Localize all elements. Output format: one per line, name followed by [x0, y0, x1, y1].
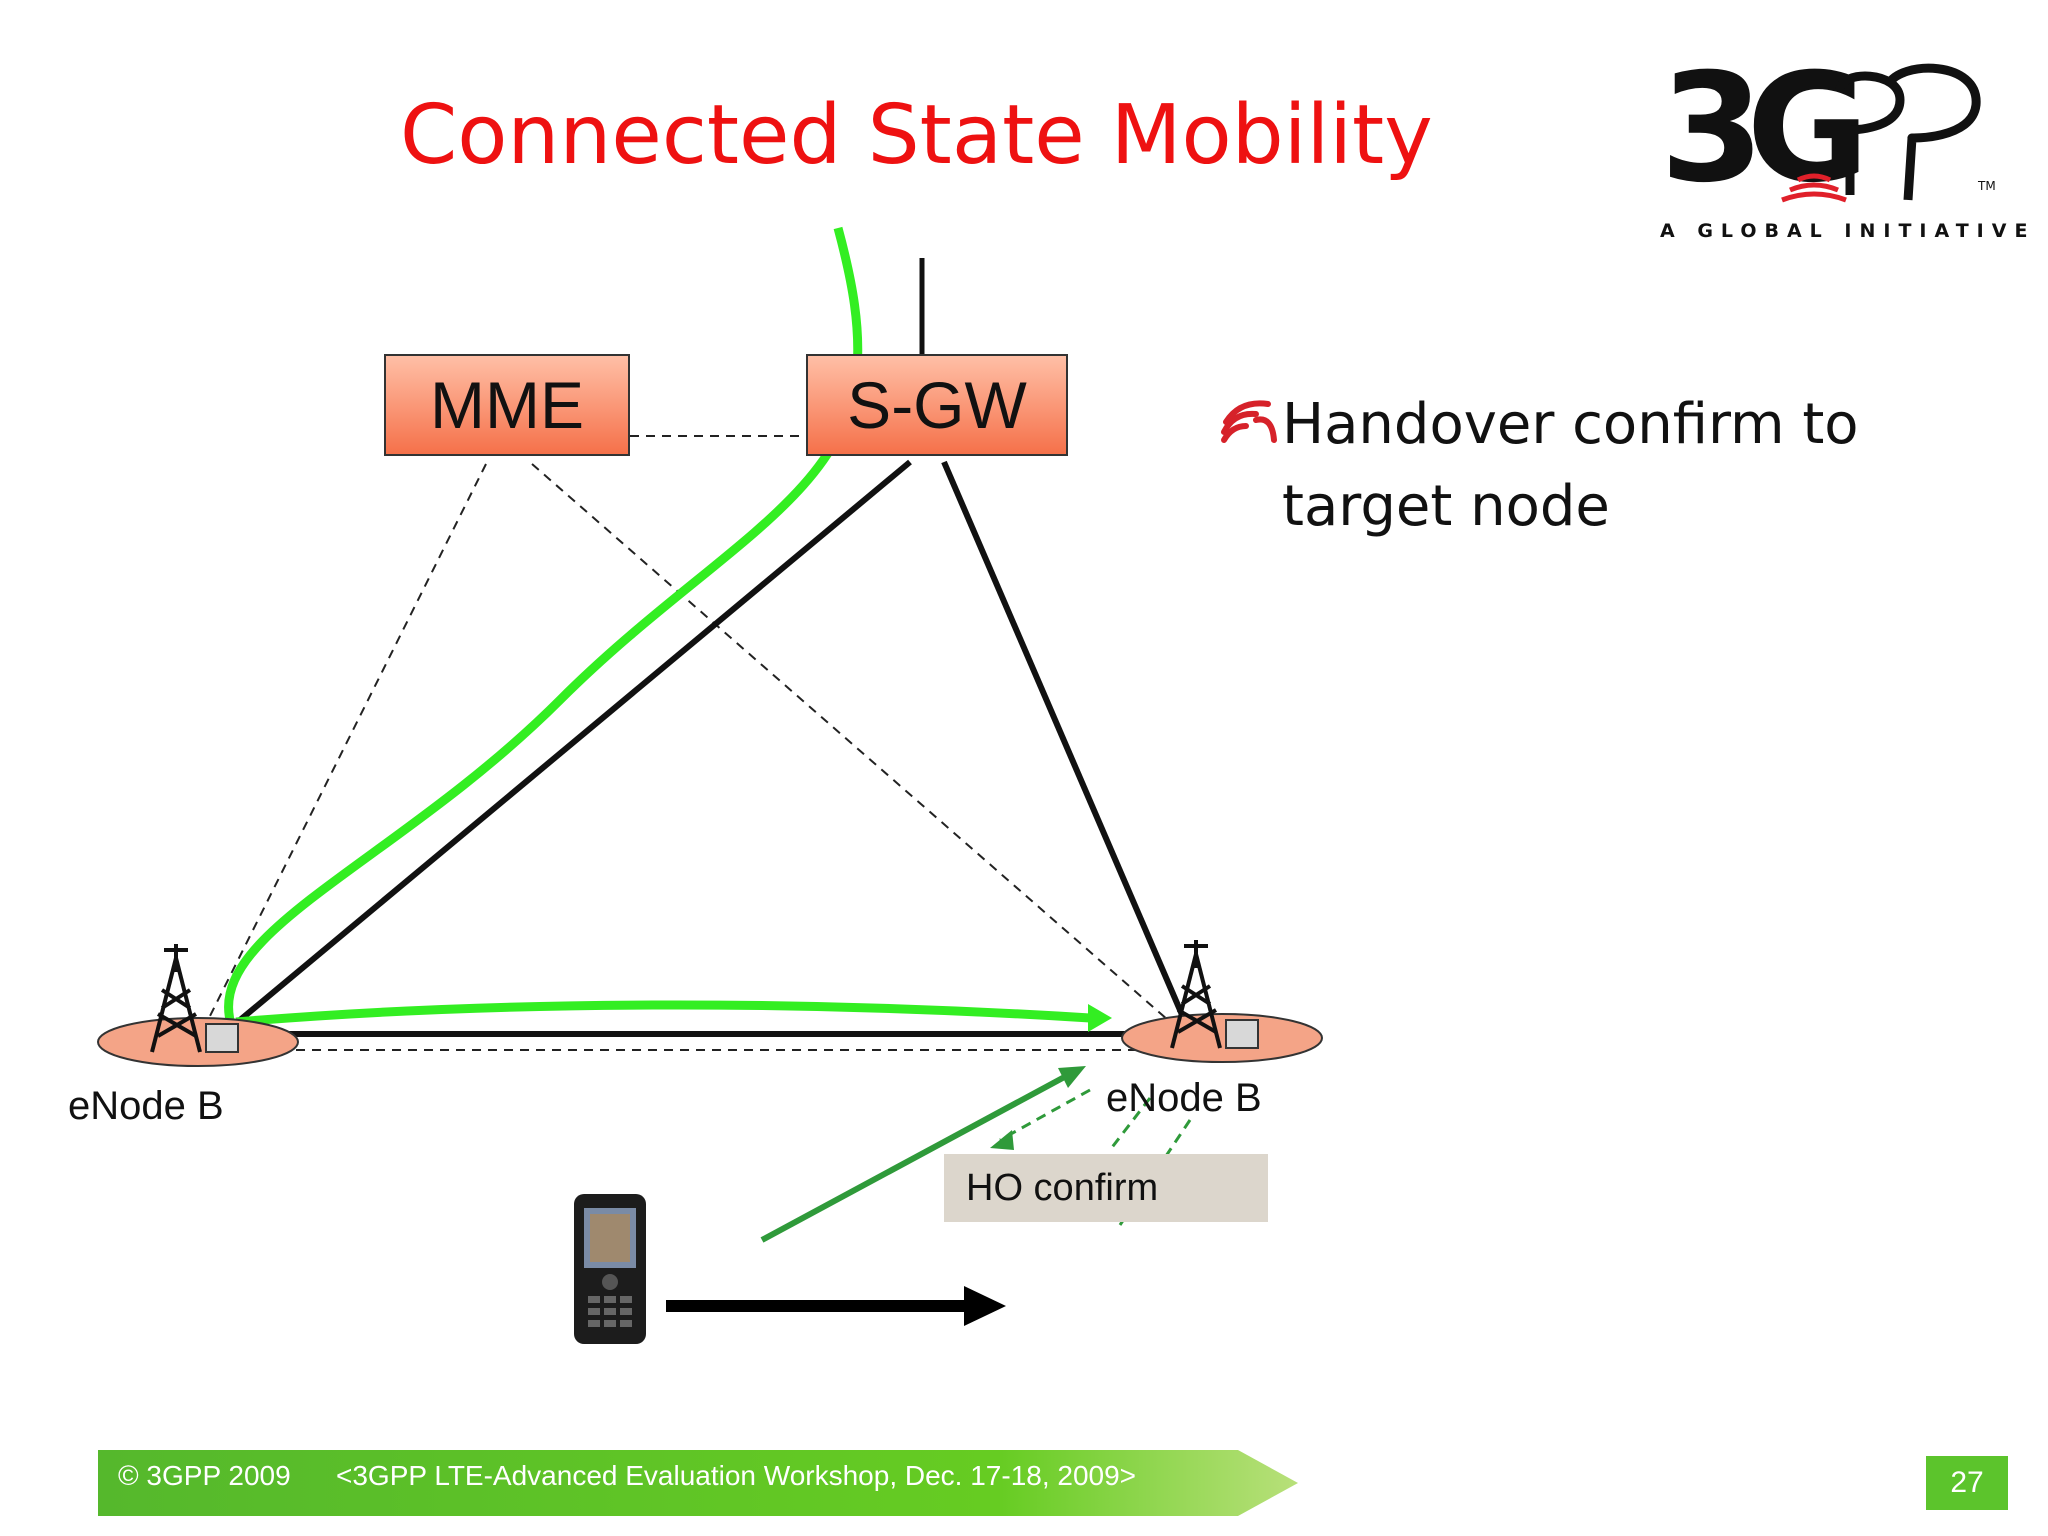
mme-enode-left-link [207, 463, 487, 1021]
svg-text:3G: 3G [1660, 42, 1859, 216]
enode-right-label: eNode B [1106, 1076, 1262, 1120]
ho-ack-arrowhead [990, 1130, 1014, 1150]
footer-event: <3GPP LTE-Advanced Evaluation Workshop, … [336, 1460, 1137, 1491]
footer-bar [98, 1450, 1298, 1516]
ue-movement-arrowhead [964, 1286, 1006, 1326]
ho-ack-dashed-2 [1108, 1097, 1152, 1151]
ho-confirm-label: HO confirm [966, 1166, 1159, 1209]
forwarded-data-arrowhead [1088, 1004, 1112, 1032]
mme-node: MME [384, 354, 630, 456]
footer-copyright: © 3GPP 2009 [118, 1460, 291, 1491]
ho-confirm-message-box: HO confirm [944, 1154, 1268, 1222]
svg-text:TM: TM [1977, 179, 1996, 193]
enode-left-tower-icon [150, 944, 202, 1053]
enode-right-tower-icon [1170, 940, 1222, 1049]
page-number: 27 [1926, 1456, 2008, 1510]
enode-right-cell [1121, 1013, 1323, 1063]
sgw-label: S-GW [847, 368, 1027, 442]
sgw-enode-right-bearer [941, 460, 1189, 1026]
mme-enode-right-link [531, 463, 1169, 1021]
ho-confirm-arrowhead [1058, 1066, 1086, 1088]
slide-title: Connected State Mobility [400, 88, 1433, 183]
ho-confirm-arrow [760, 1071, 1072, 1243]
ho-ack-dashed-1 [999, 1088, 1091, 1142]
3gpp-logo: 3G TM [1660, 42, 1996, 216]
bullet-text: Handover confirm to target node [1282, 392, 1859, 539]
mme-label: MME [430, 368, 584, 442]
enode-right-cabinet-icon [1225, 1019, 1259, 1049]
sgw-enode-left-bearer [226, 459, 912, 1033]
mobile-phone-icon [574, 1194, 646, 1344]
signal-waves-icon [1221, 400, 1277, 443]
forwarded-data-path [235, 1000, 1091, 1027]
logo-tagline: A GLOBAL INITIATIVE [1660, 220, 2036, 242]
data-path-curve [224, 226, 863, 1021]
enode-left-cabinet-icon [205, 1023, 239, 1053]
sgw-node: S-GW [806, 354, 1068, 456]
enode-left-label: eNode B [68, 1084, 224, 1128]
bullet-item: Handover confirm to target node [1216, 384, 1976, 548]
